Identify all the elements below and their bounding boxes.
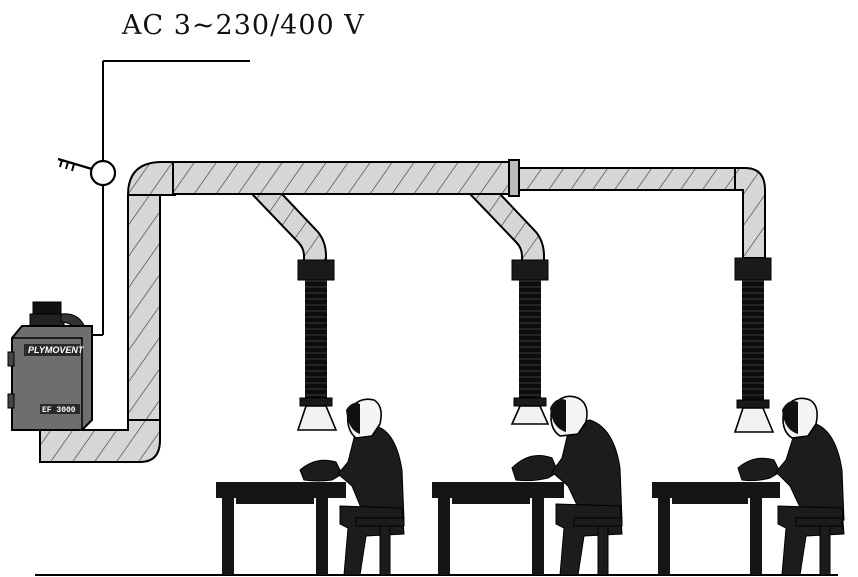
extraction-arm-3[interactable]	[733, 257, 775, 433]
work-table-2	[432, 482, 564, 575]
extraction-arm-2[interactable]	[510, 259, 550, 425]
branch-duct-2	[467, 193, 545, 263]
extractor-unit-icon[interactable]: PLYMOVENT EF 3000	[7, 301, 93, 431]
welder-icon	[737, 397, 845, 576]
unit-brand: PLYMOVENT	[28, 345, 85, 355]
supply-voltage-label: AC 3~230/400 V	[122, 10, 365, 41]
workstation-1	[216, 398, 405, 576]
welder-icon	[299, 398, 405, 576]
branch-duct-1	[249, 193, 327, 263]
workstation-2	[432, 395, 623, 576]
key-switch-icon[interactable]	[57, 157, 117, 187]
unit-model: EF 3000	[42, 406, 76, 415]
work-table-3	[652, 482, 780, 575]
work-table-1	[216, 482, 346, 575]
main-duct	[39, 159, 766, 463]
welder-icon	[511, 395, 623, 576]
workstation-3	[652, 397, 845, 576]
extraction-arm-1[interactable]	[296, 259, 338, 431]
power-cable	[78, 60, 250, 336]
